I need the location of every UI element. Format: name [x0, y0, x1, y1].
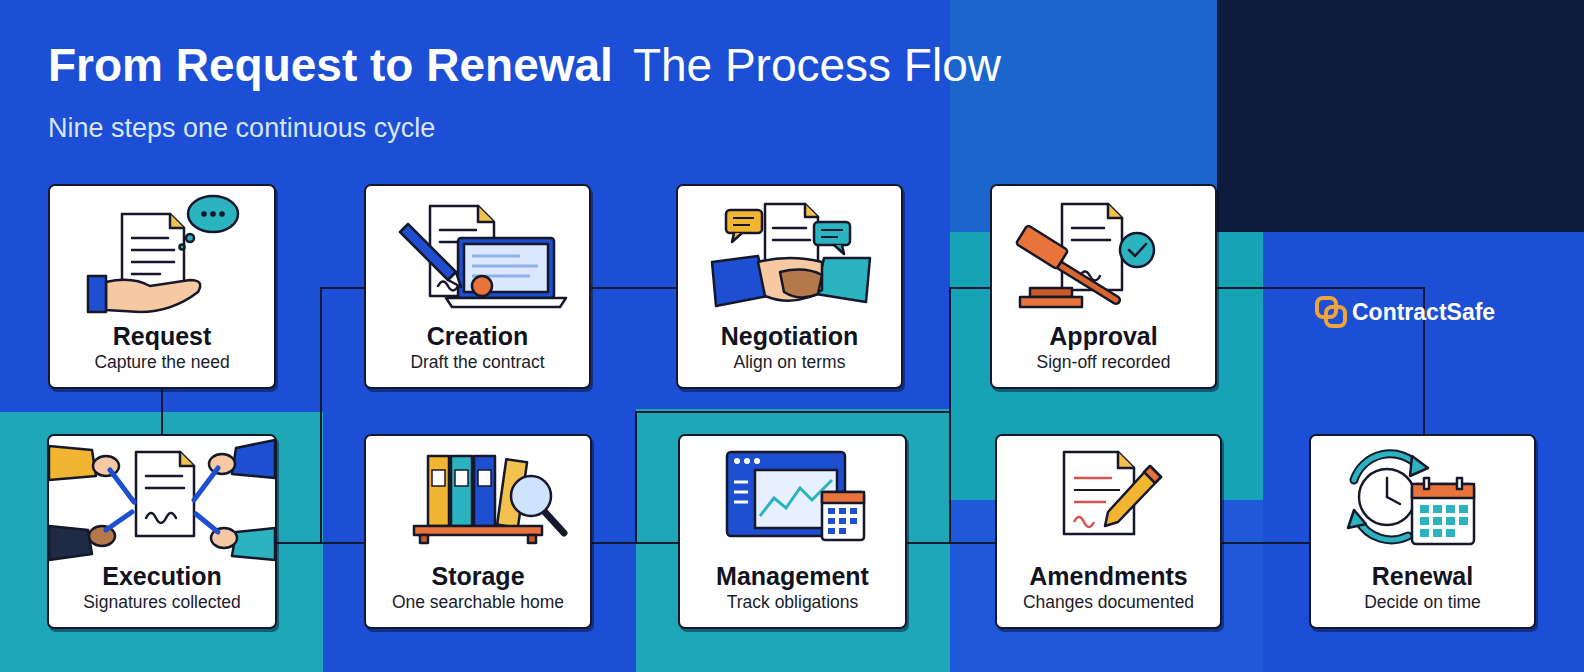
- step-title: Negotiation: [721, 321, 859, 351]
- logo-mark-part: [1317, 298, 1336, 317]
- background-panel: [636, 409, 950, 672]
- background-panel: [0, 412, 323, 672]
- step-title: Renewal: [1372, 561, 1473, 591]
- process-card: NegotiationAlign on terms: [676, 184, 903, 389]
- step-title: Amendments: [1029, 561, 1187, 591]
- logo-mark: [1317, 298, 1345, 326]
- step-description: Sign-off recorded: [1037, 351, 1171, 373]
- connector-line: [1222, 542, 1309, 544]
- process-card: CreationDraft the contract: [364, 184, 591, 389]
- subtitle: Nine steps one continuous cycle: [48, 112, 435, 144]
- brand-name: ContractSafe: [1352, 298, 1495, 326]
- step-description: Capture the need: [94, 351, 229, 373]
- title-suffix: The Process Flow: [633, 38, 1001, 92]
- connector-line: [591, 287, 676, 289]
- step-title: Management: [716, 561, 869, 591]
- connector-line: [277, 542, 364, 544]
- process-card: ExecutionSignatures collected: [47, 434, 277, 629]
- process-card: ManagementTrack obligations: [678, 434, 907, 629]
- process-card: RequestCapture the need: [48, 184, 276, 389]
- process-card: ApprovalSign-off recorded: [990, 184, 1217, 389]
- process-card: AmendmentsChanges documented: [995, 434, 1222, 629]
- step-title: Request: [113, 321, 212, 351]
- step-description: Decide on time: [1364, 591, 1481, 613]
- title: From Request to Renewal: [48, 38, 613, 92]
- connector-line: [161, 389, 163, 434]
- step-description: Changes documented: [1023, 591, 1194, 613]
- connector-line: [277, 288, 364, 543]
- step-description: Align on terms: [734, 351, 846, 373]
- background-panel: [1217, 0, 1584, 232]
- step-title: Creation: [427, 321, 528, 351]
- connector-line: [950, 288, 995, 543]
- step-description: One searchable home: [392, 591, 564, 613]
- logo-mark-part: [1326, 307, 1345, 326]
- process-card: StorageOne searchable home: [364, 434, 592, 629]
- step-title: Execution: [102, 561, 221, 591]
- step-description: Draft the contract: [410, 351, 544, 373]
- step-title: Storage: [431, 561, 524, 591]
- step-description: Signatures collected: [83, 591, 241, 613]
- step-title: Approval: [1049, 321, 1157, 351]
- step-description: Track obligations: [727, 591, 859, 613]
- process-card: RenewalDecide on time: [1309, 434, 1536, 629]
